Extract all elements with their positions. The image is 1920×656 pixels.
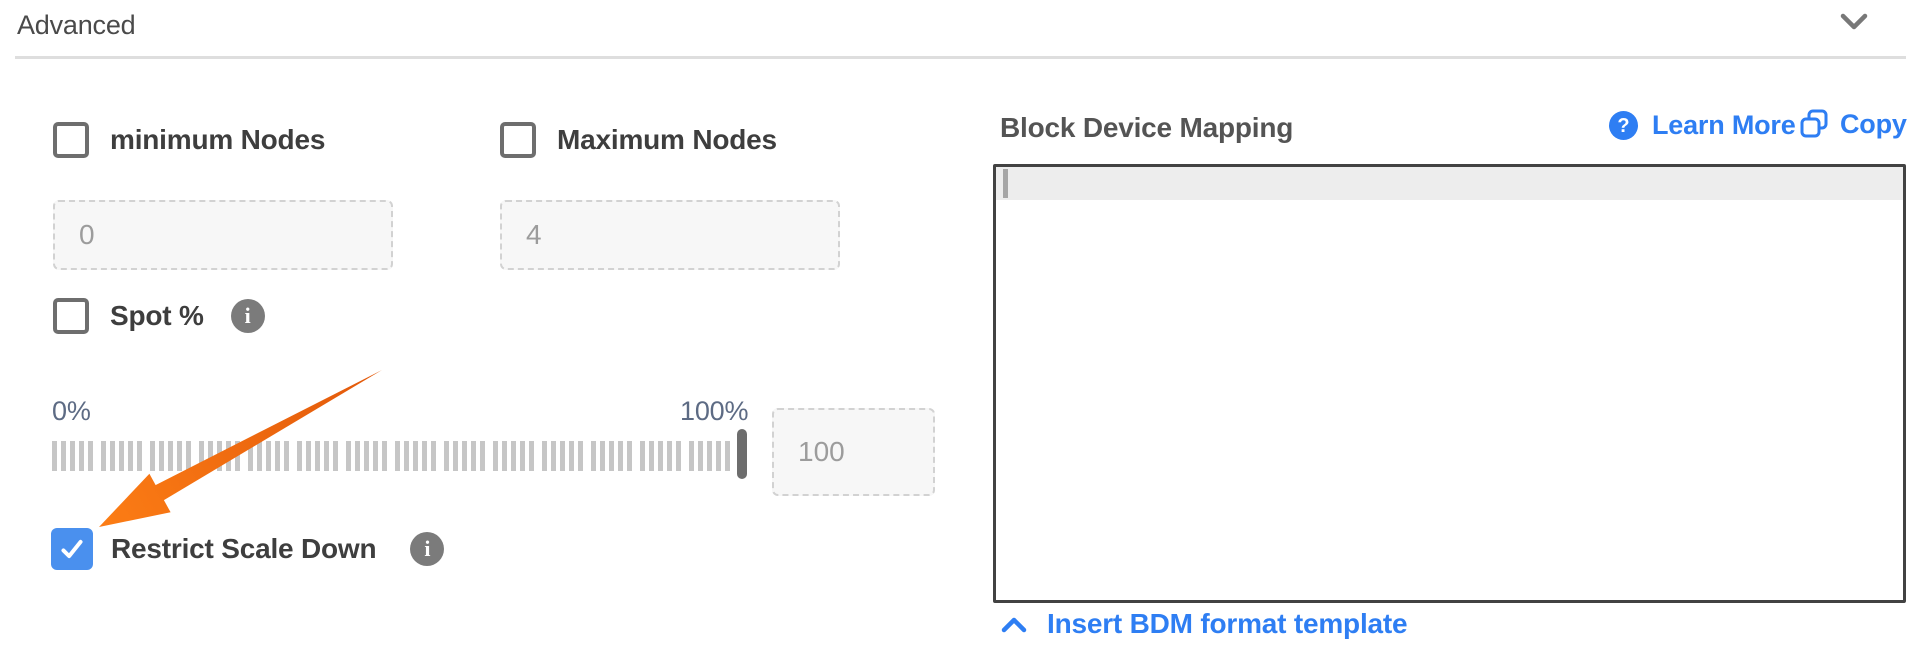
copy-label: Copy	[1840, 108, 1907, 139]
spot-percentage-input[interactable]	[772, 408, 935, 496]
max-nodes-checkbox[interactable]	[500, 122, 536, 158]
copy-button[interactable]: Copy	[1798, 108, 1907, 140]
slider-max-label: 100%	[680, 396, 749, 426]
min-nodes-checkbox[interactable]	[53, 122, 89, 158]
min-nodes-row: minimum Nodes	[53, 122, 325, 158]
learn-more-label: Learn More	[1652, 110, 1796, 140]
bdm-title: Block Device Mapping	[1000, 112, 1294, 143]
check-icon	[61, 539, 83, 559]
learn-more-link[interactable]: ? Learn More	[1609, 110, 1796, 141]
max-nodes-label: Maximum Nodes	[557, 124, 777, 155]
spot-percentage-slider[interactable]	[52, 441, 744, 471]
info-icon[interactable]: i	[410, 532, 445, 566]
min-nodes-input[interactable]	[53, 200, 393, 270]
insert-bdm-template-label: Insert BDM format template	[1047, 608, 1408, 639]
slider-handle[interactable]	[737, 429, 747, 479]
spot-row: Spot % i	[53, 298, 265, 334]
spot-checkbox[interactable]	[53, 298, 89, 334]
chevron-up-icon	[1001, 617, 1027, 632]
insert-bdm-template-link[interactable]: Insert BDM format template	[1001, 608, 1408, 640]
info-glyph: i	[244, 303, 251, 328]
restrict-scale-down-label: Restrict Scale Down	[111, 533, 377, 564]
info-icon[interactable]: i	[230, 299, 265, 333]
max-nodes-input[interactable]	[500, 200, 840, 270]
spot-label: Spot %	[110, 300, 204, 331]
max-nodes-row: Maximum Nodes	[500, 122, 777, 158]
question-circle-icon: ?	[1609, 111, 1638, 140]
slider-min-label: 0%	[52, 396, 91, 426]
editor-active-line	[996, 167, 1903, 200]
section-divider	[15, 56, 1906, 59]
info-glyph: i	[424, 536, 431, 561]
editor-text-cursor	[1003, 169, 1008, 198]
min-nodes-label: minimum Nodes	[110, 124, 326, 155]
bdm-editor[interactable]	[993, 164, 1906, 603]
restrict-scale-down-row: Restrict Scale Down i	[51, 528, 445, 570]
copy-icon	[1800, 109, 1828, 138]
section-title-advanced: Advanced	[17, 10, 136, 40]
chevron-down-icon[interactable]	[1840, 13, 1868, 36]
restrict-scale-down-checkbox[interactable]	[51, 528, 93, 570]
